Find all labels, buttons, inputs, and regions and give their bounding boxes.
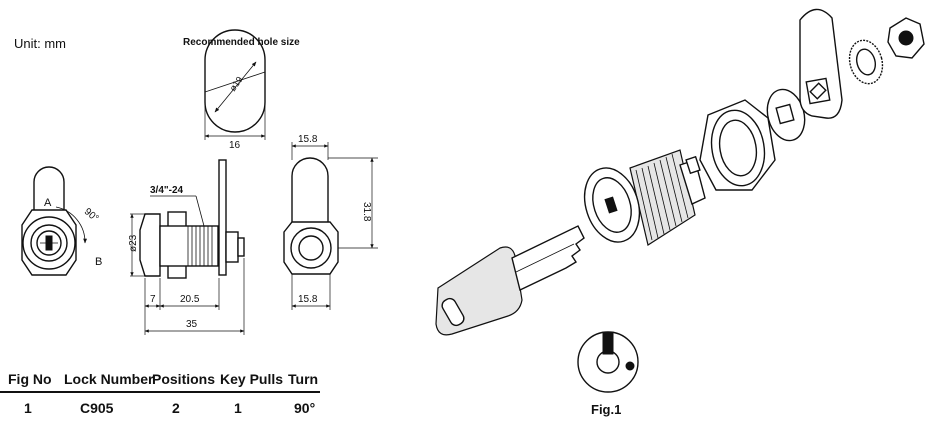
position-indicator: Fig.1 <box>577 331 639 417</box>
table-header-lock-number: Lock Number <box>64 371 154 387</box>
dim-7-label: 7 <box>150 294 156 305</box>
exploded-view-drawing <box>435 8 925 336</box>
table-cell-positions: 2 <box>172 400 180 416</box>
spec-table: Fig No Lock Number Positions Key Pulls T… <box>0 371 320 416</box>
cylinder-illustration <box>583 149 706 246</box>
table-cell-turn: 90° <box>294 400 315 416</box>
cam-top-width-label: 15.8 <box>298 134 318 145</box>
hole-size-title: Recommended hole size <box>183 37 300 48</box>
figure-caption: Fig.1 <box>591 402 621 417</box>
small-nut-illustration <box>887 17 925 59</box>
front-view-drawing: A B 90° <box>21 166 102 276</box>
hole-size-drawing: Recommended hole size ø19 16 <box>183 29 300 151</box>
thread-lines <box>187 226 213 266</box>
front-angle-label: 90° <box>82 206 101 224</box>
key-illustration <box>435 225 585 336</box>
thread-label: 3/4"-24 <box>150 185 184 196</box>
washer-illustration <box>766 88 806 142</box>
table-header-positions: Positions <box>152 371 215 387</box>
cylinder-knurl <box>635 153 689 241</box>
front-label-a: A <box>44 197 52 209</box>
table-cell-lock-number: C905 <box>80 400 114 416</box>
table-cell-key-pulls: 1 <box>234 400 242 416</box>
cam-height-label: 31.8 <box>361 202 372 222</box>
cam-view-drawing: 15.8 31.8 15.8 <box>283 134 378 310</box>
unit-label: Unit: mm <box>14 36 66 51</box>
side-view-drawing: 3/4"-24 ø23 7 20.5 35 <box>128 159 245 335</box>
cam-bottom-width-label: 15.8 <box>298 294 318 305</box>
cam-illustration <box>799 8 843 119</box>
table-cell-fig-no: 1 <box>24 400 32 416</box>
body-diameter-label: ø23 <box>128 234 139 252</box>
table-header-fig-no: Fig No <box>8 371 52 387</box>
hex-nut-illustration <box>699 99 776 191</box>
front-label-b: B <box>95 256 102 268</box>
lock-washer-illustration <box>848 39 884 85</box>
table-header-turn: Turn <box>288 371 318 387</box>
dim-35-label: 35 <box>186 319 198 330</box>
hole-diameter-label: ø19 <box>228 75 245 93</box>
hole-width-label: 16 <box>229 140 241 151</box>
table-header-key-pulls: Key Pulls <box>220 371 283 387</box>
dim-20-5-label: 20.5 <box>180 294 200 305</box>
